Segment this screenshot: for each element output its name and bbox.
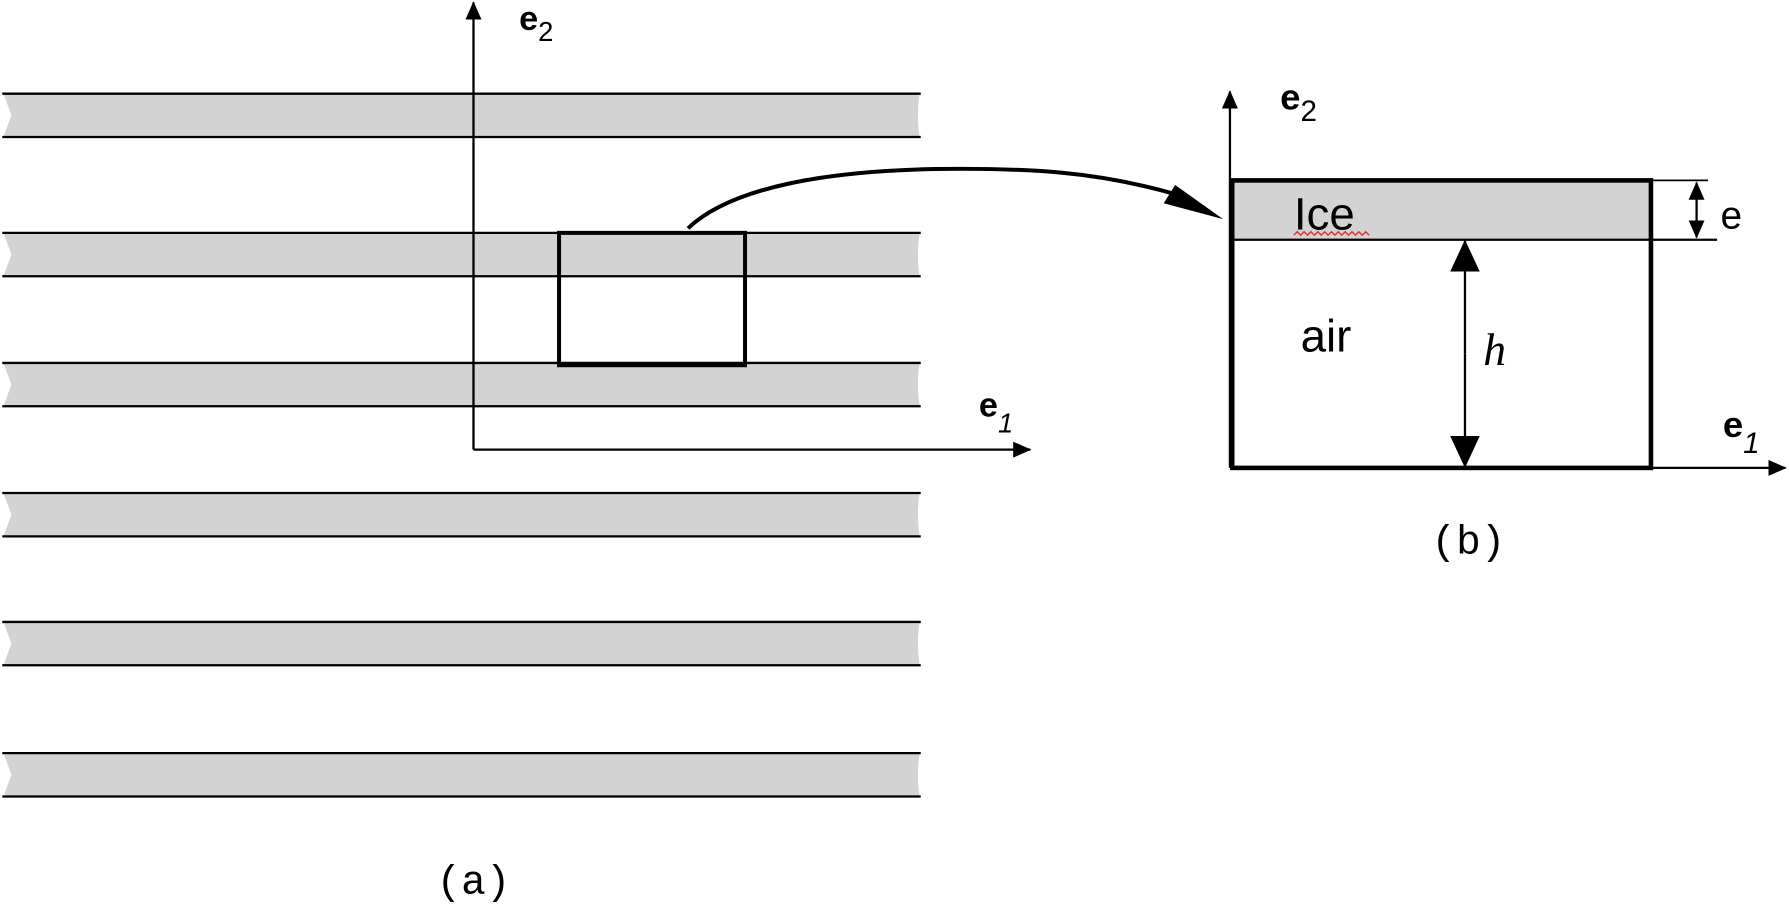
zoom-connector-line xyxy=(686,166,1176,230)
zoom-arrowhead xyxy=(1163,184,1224,220)
zoom-selection-box xyxy=(557,230,748,368)
ice-layer-fill xyxy=(3,753,920,797)
e2-label-b: e2 xyxy=(1280,77,1317,128)
e1-label-b: e1 xyxy=(1723,404,1760,460)
ice-layers xyxy=(2,92,921,798)
spellcheck-underline xyxy=(1293,230,1370,237)
panel-b-unit-cell xyxy=(1229,178,1718,471)
ice-region xyxy=(1232,180,1651,240)
ice-layer-fill xyxy=(3,621,920,666)
e2-label-a: e2 xyxy=(519,0,553,47)
caption-b: (b) xyxy=(1431,520,1505,566)
unit-cell-border xyxy=(1229,178,1654,471)
height-label: h xyxy=(1483,324,1506,375)
ice-layer-fill xyxy=(3,232,920,277)
air-label: air xyxy=(1301,311,1352,362)
thickness-label: e xyxy=(1721,194,1743,237)
ice-layer-fill xyxy=(3,362,920,407)
e1-label-a: e1 xyxy=(979,387,1013,439)
ice-layer-fill xyxy=(3,93,920,138)
panel-a-axes: e2 e1 xyxy=(465,0,1032,458)
caption-a: (a) xyxy=(437,860,511,905)
ice-layer-fill xyxy=(3,493,920,537)
